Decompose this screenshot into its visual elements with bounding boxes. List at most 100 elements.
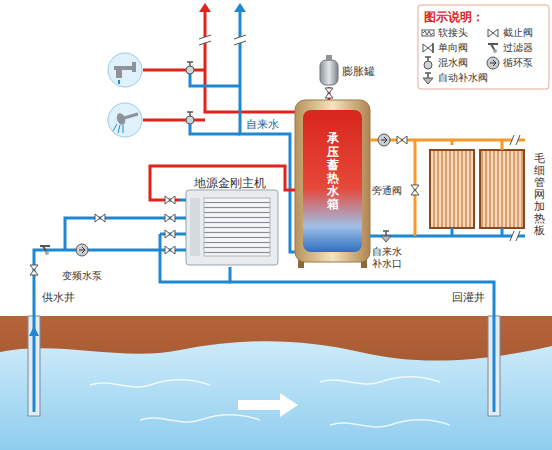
water-waves <box>330 420 450 427</box>
water-waves <box>320 377 440 384</box>
node-label: 膨胀罐 <box>342 64 375 79</box>
pipe-connector <box>34 250 52 288</box>
pump-symbol <box>76 244 88 256</box>
node-label: 供水井 <box>42 290 85 305</box>
shower-icon <box>108 103 142 137</box>
gate-valve <box>165 196 175 204</box>
capillary-panel <box>480 150 524 228</box>
expansion-tank-node: 膨胀罐 <box>318 55 388 87</box>
pipe-break <box>198 35 246 45</box>
supply-well <box>33 288 36 316</box>
legend-box <box>418 5 549 89</box>
supply-well <box>28 316 40 416</box>
gate-valve <box>325 88 333 98</box>
water-waves <box>90 380 210 387</box>
pipe-connector <box>150 166 295 200</box>
well-node: 回灌井 <box>450 288 505 413</box>
pipe-break <box>510 135 520 241</box>
mixing-valve <box>186 62 194 74</box>
valve-label: 自来水 补水口 <box>372 246 405 270</box>
gate-valve <box>397 136 407 144</box>
gate-valve <box>95 214 105 222</box>
storage-tank <box>295 100 370 262</box>
heat-pump-unit <box>186 190 278 265</box>
filter-symbol <box>40 246 50 255</box>
legend-entry: 软接头 <box>438 26 468 40</box>
gate-valve <box>30 265 38 275</box>
expansion-tank <box>326 55 332 61</box>
panel-pipes <box>370 228 525 236</box>
circulation-pump <box>378 134 390 146</box>
legend-symbols <box>422 30 434 36</box>
legend-entry: 混水阀 <box>438 56 468 70</box>
groundwater <box>0 341 552 450</box>
heat-pump-unit <box>190 198 200 256</box>
node-label: 回灌井 <box>452 290 505 305</box>
valve-label: 旁通阀 <box>372 184 402 198</box>
pipe-break <box>199 35 246 45</box>
panel-pipes <box>370 140 525 236</box>
faucet-icon <box>108 53 142 87</box>
hot-outlet-arrow <box>199 3 211 12</box>
legend-symbols <box>424 57 432 69</box>
vertical-label: 承压蓄热水箱 <box>327 132 339 211</box>
storage-tank <box>295 100 370 268</box>
shower-icon <box>124 114 138 118</box>
gate-valve <box>165 214 175 222</box>
heat-pump-unit <box>204 198 270 256</box>
legend-symbols <box>423 43 433 53</box>
supply-well <box>28 288 40 416</box>
unit-pipes <box>180 200 186 250</box>
node-label: 变频水泵 <box>62 269 102 283</box>
node-label: 地源金刚主机 <box>194 175 283 192</box>
legend-title: 图示说明： <box>424 9 484 26</box>
well-node: 供水井 <box>24 288 85 413</box>
shower-icon <box>115 112 127 126</box>
unit-pipes <box>160 234 230 282</box>
flow-arrow <box>238 393 298 417</box>
legend-symbols <box>487 57 499 69</box>
recharge-well <box>488 288 500 416</box>
legend-entry: 过滤器 <box>503 41 533 55</box>
faucet-icon <box>108 53 142 87</box>
faucet-icon <box>118 80 120 84</box>
pipe-break <box>510 135 520 241</box>
unit-pipes <box>52 200 230 282</box>
capillary-panel <box>430 150 524 228</box>
mixing-valve <box>186 112 194 124</box>
water-waves <box>140 415 260 422</box>
cold-inlet-arrow <box>234 3 246 12</box>
domestic-pipes <box>143 70 205 120</box>
vertical-label: 毛细管网加热板 <box>534 153 545 238</box>
legend-symbols <box>488 44 498 53</box>
domestic-pipes <box>205 12 300 112</box>
expansion-tank <box>320 55 338 85</box>
recharge-well <box>493 288 496 412</box>
pump-node: 变频水泵 <box>52 236 112 283</box>
soil <box>0 316 552 450</box>
auto-fill-valve <box>381 231 391 242</box>
shower-icon <box>108 103 142 137</box>
gate-valve <box>165 246 175 254</box>
shower-icon <box>113 124 123 133</box>
heat-pump-unit <box>186 190 278 265</box>
bypass-valve <box>411 185 419 195</box>
legend-entry: 单向阀 <box>438 41 468 55</box>
water-waves <box>90 377 450 427</box>
expansion-tank <box>320 60 338 85</box>
capillary-panel <box>430 150 474 228</box>
legend-symbols <box>423 73 433 84</box>
storage-tank-node: 承压蓄热水箱 <box>295 100 370 262</box>
faucet-icon <box>114 62 136 78</box>
legend-entry: 自动补水阀 <box>438 71 488 85</box>
pipe-label: 自来水 <box>246 117 279 132</box>
domestic-pipes <box>190 74 240 134</box>
supply-well <box>29 326 39 336</box>
legend-entry: 截止阀 <box>503 26 533 40</box>
panel-node: 毛细管网加热板 <box>428 145 550 245</box>
heat-pump-node: 地源金刚主机 <box>180 174 283 267</box>
storage-tank <box>303 110 362 252</box>
